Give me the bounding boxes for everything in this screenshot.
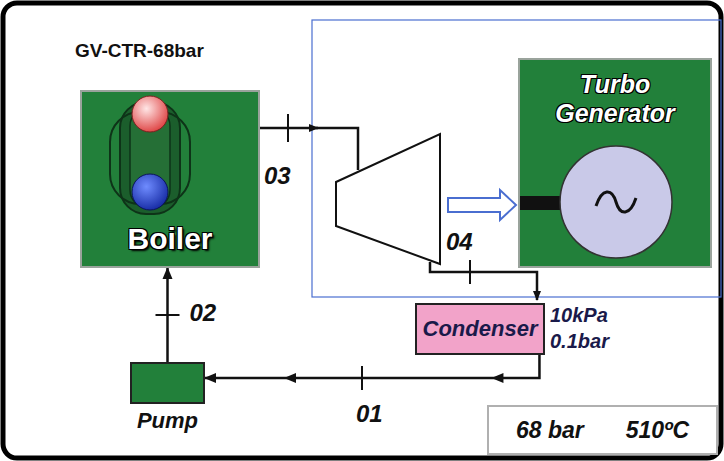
node-label: 68 bar: [516, 417, 584, 444]
steam-line: [316, 128, 358, 170]
station-tick: [361, 366, 363, 390]
station-number: 01: [356, 400, 383, 428]
node-label: Condenser: [423, 316, 538, 342]
power-arrow: [448, 190, 516, 220]
flow-line: [205, 355, 539, 378]
pressure-label: 10kPa: [550, 304, 608, 327]
turbine-group-frame: [312, 20, 721, 297]
station-number: 04: [446, 228, 473, 256]
station-number: 03: [264, 162, 291, 190]
station-tick: [287, 114, 289, 142]
station-tick: [469, 260, 471, 284]
station-number: 02: [190, 299, 217, 327]
pressure-label: 0.1bar: [550, 330, 609, 353]
diagram-title: GV-CTR-68bar: [75, 40, 204, 62]
generator-box: Turbo Generator: [518, 58, 712, 268]
node-caption: Pump: [137, 408, 198, 434]
pump-box: Pump: [130, 362, 205, 404]
node-label: 510ºC: [626, 417, 689, 444]
conditions-box: 68 bar 510ºC: [487, 405, 718, 455]
condenser-box: Condenser: [415, 303, 546, 355]
turbine-symbol: [336, 134, 440, 264]
page-frame: [3, 3, 721, 458]
station-tick: [156, 314, 180, 316]
node-label: Boiler: [127, 222, 212, 256]
boiler-box: Boiler: [80, 90, 260, 268]
node-label: Turbo Generator: [535, 70, 695, 128]
